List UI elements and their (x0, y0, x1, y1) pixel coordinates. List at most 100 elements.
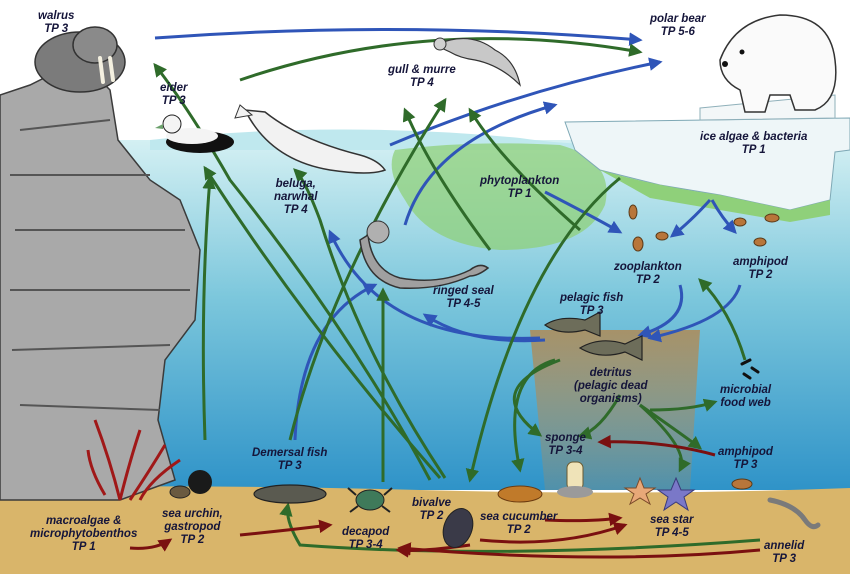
arrow-ringed-seal-to-polar-bear (403, 101, 558, 226)
arrow-walrus-to-polar-bear (154, 27, 643, 46)
label-bivalve: bivalve TP 2 (412, 497, 451, 523)
sea-urchin-name-line2: gastropod (164, 521, 221, 533)
label-annelid: annelid TP 3 (764, 540, 804, 566)
arrow-microbial-to-amphipod (698, 278, 747, 361)
beluga-illustration (234, 104, 387, 174)
green-arrows (153, 37, 761, 553)
sponge-trophic-level: TP 3-4 (548, 445, 583, 457)
ice-algae-name: ice algae & bacteria (700, 131, 808, 143)
arrow-detritus-to-sponge (577, 394, 622, 440)
amphipod-pelagic-name: amphipod (733, 256, 788, 268)
demersal-fish-name: Demersal fish (252, 447, 328, 459)
arrow-ice-algae-to-zooplankton (669, 198, 712, 238)
arrow-ice-algae-to-amphipod (710, 199, 737, 234)
ice-algae-layer (600, 170, 830, 222)
macroalgae-name-line1: macroalgae & (45, 515, 122, 527)
label-amphipod-benthic: amphipod TP 3 (718, 446, 773, 472)
benthic-amphipod-illustration (731, 478, 753, 490)
gull-murre-name: gull & murre (388, 64, 456, 76)
label-demersal-fish: Demersal fish TP 3 (252, 447, 327, 473)
gull-murre-trophic-level: TP 4 (409, 77, 434, 89)
microbial-name-line2: food web (720, 397, 771, 409)
demersal-fish-trophic-level: TP 3 (277, 460, 302, 472)
macroalgae-illustration (86, 419, 181, 501)
detritus-name: detritus (589, 367, 632, 379)
macroalgae-trophic-level: TP 1 (71, 541, 96, 553)
microbial-name-line1: microbial (720, 384, 772, 396)
ringed-seal-trophic-level: TP 4-5 (446, 298, 481, 310)
zooplankton-trophic-level: TP 2 (635, 274, 660, 286)
sponge-illustration (557, 461, 593, 498)
pelagic-fish-name: pelagic fish (560, 292, 624, 304)
demersal-fish-illustration (253, 484, 327, 504)
sea-cucumber-illustration (497, 485, 543, 503)
arrow-bivalve-to-eider (203, 165, 442, 479)
arrow-bivalve-to-beluga (293, 168, 447, 479)
arrow-urchin-to-eider (201, 175, 216, 441)
label-microbial: microbial food web (720, 384, 771, 410)
cliff-strata (10, 119, 190, 411)
beluga-trophic-level: TP 4 (283, 204, 308, 216)
label-ringed-seal: ringed seal TP 4-5 (433, 285, 494, 311)
sea-urchin-illustration (169, 470, 212, 499)
polar-bear-name: polar bear (650, 13, 706, 25)
seabed (0, 486, 850, 574)
label-sponge: sponge TP 3-4 (545, 432, 586, 458)
label-sea-cucumber: sea cucumber TP 2 (480, 511, 557, 537)
microbial-illustration (740, 358, 760, 380)
arrow-pelagic-fish-to-beluga (328, 229, 541, 340)
label-amphipod-pelagic: amphipod TP 2 (733, 256, 788, 282)
detritus-note-line1: (pelagic dead (574, 380, 648, 392)
label-phytoplankton: phytoplankton TP 1 (480, 175, 559, 201)
phytoplankton-bloom (391, 143, 607, 250)
walrus-trophic-level: TP 3 (44, 23, 69, 35)
phytoplankton-trophic-level: TP 1 (507, 188, 532, 200)
arrow-annelid-to-decapod (397, 542, 761, 559)
annelid-trophic-level: TP 3 (772, 553, 797, 565)
arrow-bivalve-to-walrus (153, 62, 432, 481)
arrow-beluga-to-polar-bear (389, 57, 663, 147)
phytoplankton-name: phytoplankton (480, 175, 560, 187)
label-pelagic-fish: pelagic fish TP 3 (560, 292, 623, 318)
pelagic-fish-illustration (543, 311, 643, 361)
label-polar-bear: polar bear TP 5-6 (650, 13, 706, 39)
arrow-detritus-to-sea-star (638, 403, 691, 473)
arrow-amphipod-to-pelagic-fish (647, 284, 742, 343)
arrow-detritus-to-microbial (649, 398, 718, 412)
label-sea-star: sea star TP 4-5 (650, 514, 693, 540)
label-ice-algae: ice algae & bacteria TP 1 (700, 131, 807, 157)
amphipod-benthic-name: amphipod (718, 446, 773, 458)
amphipod-benthic-trophic-level: TP 3 (733, 459, 758, 471)
sea-cucumber-trophic-level: TP 2 (506, 524, 531, 536)
arrow-fish-to-sponge (512, 358, 561, 437)
label-decapod: decapod TP 3-4 (342, 526, 389, 552)
macroalgae-name-line2: microphytobenthos (30, 528, 138, 540)
detritus-note-line2: organisms) (579, 393, 642, 405)
arrow-phyto-to-beluga (468, 107, 581, 232)
decapod-name: decapod (342, 526, 390, 538)
sea-star-illustration (623, 476, 696, 512)
arrow-decapod-to-gull (288, 97, 447, 441)
arrow-urchin-to-decapod (239, 519, 333, 537)
annelid-name: annelid (764, 540, 805, 552)
beluga-name-line2: narwhal (274, 191, 318, 203)
arrow-phyto-to-gull (402, 107, 492, 251)
arrow-fish-to-detritus (511, 358, 556, 473)
arrow-bivalve-to-sea-star (479, 522, 628, 544)
pelagic-fish-trophic-level: TP 3 (579, 305, 604, 317)
detritus-plume (530, 330, 700, 490)
label-sea-urchin: sea urchin, gastropod TP 2 (162, 508, 223, 547)
label-detritus: detritus (pelagic dead organisms) (574, 367, 648, 406)
walrus-illustration (34, 26, 126, 93)
gull-illustration (433, 37, 521, 87)
beluga-name-line1: beluga, (275, 178, 316, 190)
arrow-cucumber-to-sea-star (544, 512, 623, 527)
eider-name: eider (160, 82, 188, 94)
label-zooplankton: zooplankton TP 2 (614, 261, 682, 287)
sea-star-name: sea star (650, 514, 694, 526)
decapod-trophic-level: TP 3-4 (348, 539, 383, 551)
ringed-seal-illustration (359, 220, 490, 289)
red-arrows (129, 434, 761, 559)
bivalve-trophic-level: TP 2 (419, 510, 444, 522)
